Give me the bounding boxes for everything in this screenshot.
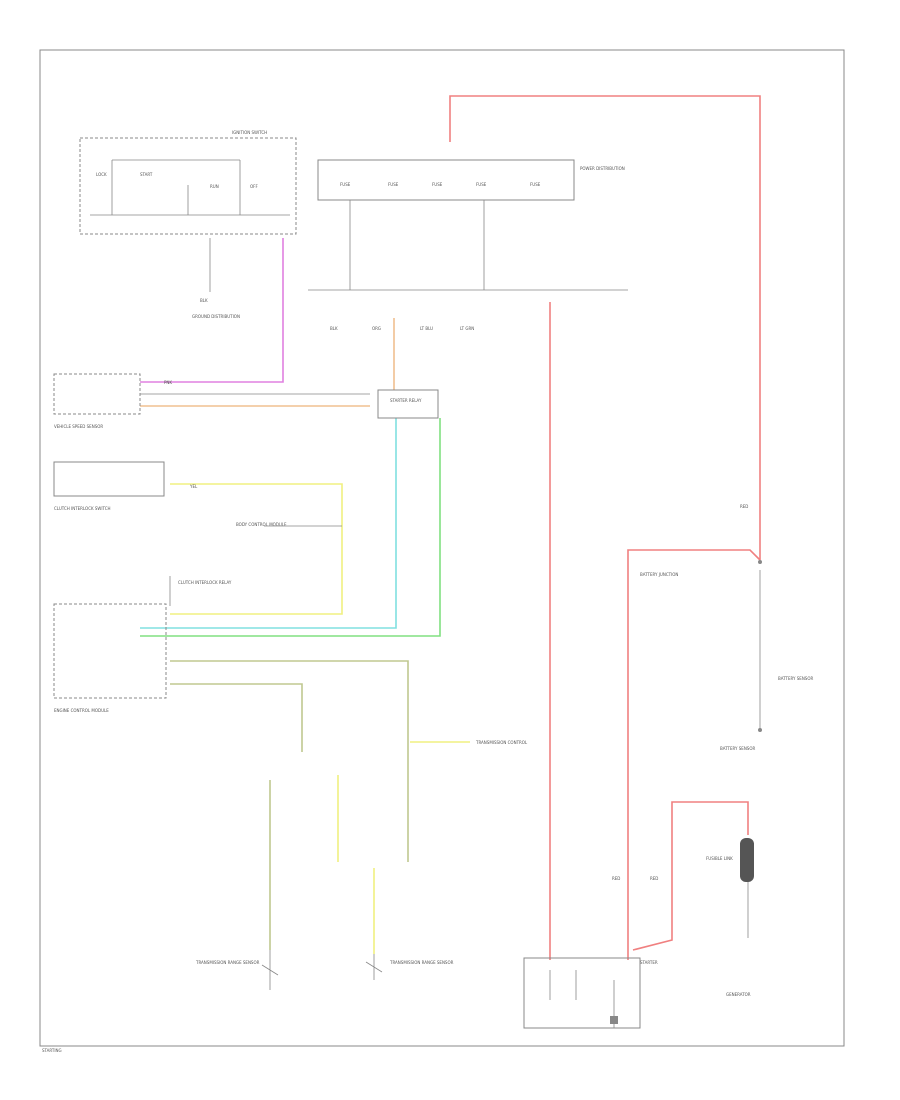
svg-text:POWER DISTRIBUTION: POWER DISTRIBUTION — [580, 166, 625, 171]
lt-blue-wire-label: LT BLU — [420, 326, 433, 331]
svg-text:TRANSMISSION RANGE SENSOR: TRANSMISSION RANGE SENSOR — [389, 960, 454, 965]
svg-text:GENERATOR: GENERATOR — [726, 992, 751, 997]
svg-text:BLK: BLK — [200, 298, 208, 303]
svg-text:BATTERY SENSOR: BATTERY SENSOR — [720, 746, 755, 751]
svg-text:FUSE: FUSE — [388, 182, 399, 187]
olive-wire-1 — [170, 660, 409, 862]
transmission-range-sensor-2: TRANSMISSION RANGE SENSOR — [365, 954, 454, 980]
ignition-switch: IGNITION SWITCH LOCK START RUN OFF — [79, 130, 297, 235]
svg-text:CLUTCH INTERLOCK RELAY: CLUTCH INTERLOCK RELAY — [178, 580, 232, 585]
svg-text:VEHICLE SPEED SENSOR: VEHICLE SPEED SENSOR — [54, 424, 103, 429]
orange-wire — [140, 318, 395, 407]
svg-text:RED: RED — [650, 876, 658, 881]
svg-text:TRANSMISSION RANGE SENSOR: TRANSMISSION RANGE SENSOR — [195, 960, 260, 965]
battery-junction: BATTERY JUNCTION — [640, 560, 762, 577]
yellow-wire — [170, 483, 343, 615]
generator: GENERATOR — [726, 992, 751, 997]
svg-text:BATTERY JUNCTION: BATTERY JUNCTION — [640, 572, 678, 577]
red-generator-wire — [632, 801, 749, 951]
pink-wire-label: PNK — [164, 380, 172, 385]
engine-control-module: ENGINE CONTROL MODULE — [53, 603, 167, 713]
svg-text:START: START — [140, 172, 153, 177]
starter-motor: STARTER — [523, 957, 658, 1029]
clutch-interlock-switch: CLUTCH INTERLOCK SWITCH — [53, 461, 165, 511]
ignition-switch-label: IGNITION SWITCH — [232, 130, 267, 135]
svg-text:FUSIBLE LINK: FUSIBLE LINK — [706, 856, 733, 861]
battery-sensor: BATTERY SENSOR BATTERY SENSOR — [720, 570, 813, 751]
lt-green-wire-label: LT GRN — [460, 326, 474, 331]
olive-wire-2 — [170, 683, 303, 950]
svg-text:FUSE: FUSE — [476, 182, 487, 187]
svg-text:FUSE: FUSE — [530, 182, 541, 187]
svg-text:BATTERY SENSOR: BATTERY SENSOR — [778, 676, 813, 681]
body-control-note: BODY CONTROL MODULE — [236, 522, 342, 527]
clutch-interlock-relay: CLUTCH INTERLOCK RELAY — [169, 576, 232, 606]
red-battery-wire — [449, 95, 761, 560]
red-wire-label: RED — [740, 504, 748, 509]
svg-text:CLUTCH INTERLOCK SWITCH: CLUTCH INTERLOCK SWITCH — [54, 506, 111, 511]
yellow-wire-label: YEL — [189, 484, 198, 489]
power-distribution-box: POWER DISTRIBUTION FUSE FUSE FUSE FUSE F… — [317, 159, 625, 201]
black-wire-label: BLK — [330, 326, 338, 331]
transmission-control: TRANSMISSION CONTROL — [475, 740, 528, 745]
diagram-footer: STARTING — [42, 1048, 62, 1053]
yellow-transmission-wire — [337, 741, 470, 954]
svg-text:OFF: OFF — [250, 184, 258, 189]
svg-text:STARTER RELAY: STARTER RELAY — [390, 398, 422, 403]
svg-text:RED: RED — [612, 876, 620, 881]
svg-text:RUN: RUN — [210, 184, 219, 189]
power-bus — [308, 200, 628, 291]
svg-text:STARTER: STARTER — [640, 960, 658, 965]
svg-text:TRANSMISSION CONTROL: TRANSMISSION CONTROL — [475, 740, 528, 745]
orange-wire-label: ORG — [372, 326, 381, 331]
vehicle-speed-sensor: VEHICLE SPEED SENSOR — [53, 373, 141, 429]
transmission-range-sensor-1: TRANSMISSION RANGE SENSOR — [195, 950, 279, 990]
svg-text:GROUND DISTRIBUTION: GROUND DISTRIBUTION — [192, 314, 240, 319]
svg-text:BODY CONTROL MODULE: BODY CONTROL MODULE — [236, 522, 287, 527]
svg-text:LOCK: LOCK — [96, 172, 107, 177]
green-wire — [140, 418, 441, 637]
diagram-frame — [39, 49, 845, 1047]
connector-block: STARTER RELAY — [377, 389, 439, 419]
fusible-link: FUSIBLE LINK RED RED — [612, 838, 754, 938]
svg-text:ENGINE CONTROL MODULE: ENGINE CONTROL MODULE — [54, 708, 109, 713]
ignition-ground: BLK GROUND DISTRIBUTION — [192, 238, 240, 319]
red-battery-junction-wire — [627, 549, 761, 960]
svg-text:FUSE: FUSE — [432, 182, 443, 187]
blue-wire — [140, 418, 397, 629]
pink-ignition-wire — [140, 238, 284, 383]
svg-text:FUSE: FUSE — [340, 182, 351, 187]
